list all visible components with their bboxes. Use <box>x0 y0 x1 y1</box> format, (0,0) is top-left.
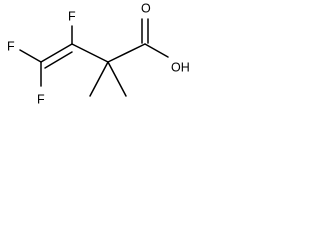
atom-f-top: F <box>68 9 76 23</box>
bond-c1-oh <box>144 43 169 58</box>
bond-c4-f-left <box>19 49 42 63</box>
bond-c2-methyl-b <box>107 61 127 97</box>
bond-c4-c3-double-b <box>44 51 73 69</box>
atom-f-bottom: F <box>37 92 45 106</box>
bond-c2-methyl-a <box>89 61 109 97</box>
chemical-structure: F F F O OH <box>7 1 190 106</box>
bond-c2-c1 <box>107 43 146 63</box>
atom-hydroxyl: OH <box>171 60 190 74</box>
atom-f-left: F <box>7 39 15 53</box>
bond-c3-c2 <box>71 43 109 63</box>
atom-o-carbonyl: O <box>141 1 151 15</box>
bond-c4-c3-double-a <box>40 43 73 63</box>
